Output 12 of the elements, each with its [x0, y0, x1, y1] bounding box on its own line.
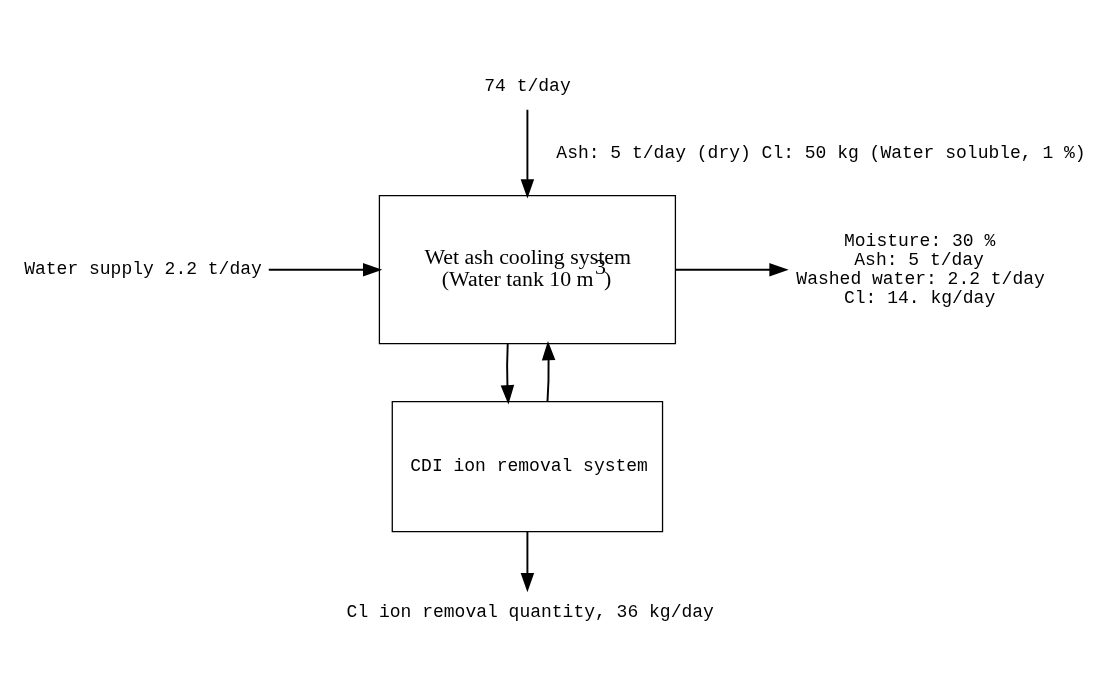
arrow: [267, 262, 383, 276]
arrow: [520, 530, 535, 592]
arrow: [500, 342, 515, 404]
node-box: CDI ion removal system: [391, 400, 664, 532]
node-text: Moisture: 30 % Ash: 5 t/day Washed water: 2.2 t/day Cl: 14. kg/day: [796, 230, 1045, 308]
arrow: [520, 108, 535, 198]
node-text: Water supply 2.2 t/day: [24, 258, 262, 279]
arrow: [541, 340, 556, 403]
node-text: Cl ion removal quantity, 36 kg/day: [346, 601, 714, 622]
arrow: [674, 262, 789, 276]
edge-label: Ash: 5 t/day (dry) Cl: 50 kg (Water soluble, 1 %): [556, 142, 1086, 163]
node-text: 74 t/day: [484, 75, 571, 96]
